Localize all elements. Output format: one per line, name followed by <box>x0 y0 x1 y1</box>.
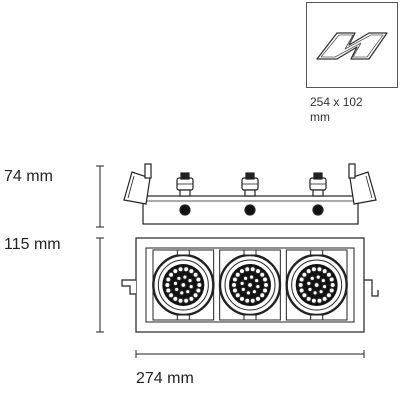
front-tab-right <box>364 279 379 297</box>
front-lamp-3 <box>285 249 348 321</box>
cutout-size-caption: 254 x 102 mm <box>310 95 363 125</box>
dimension-width: 274 mm <box>136 370 194 387</box>
front-lamp-1 <box>152 249 215 321</box>
front-lamp-2 <box>218 249 282 321</box>
side-view <box>123 163 377 225</box>
side-lamp-2 <box>241 172 259 197</box>
front-tab-left <box>121 279 136 295</box>
side-lamp-1 <box>176 172 194 197</box>
cutout-inset <box>306 2 398 88</box>
side-lamp-3 <box>309 172 327 197</box>
front-view <box>121 237 379 333</box>
dimension-height-top: 74 mm <box>4 168 53 185</box>
cutout-shape-icon <box>316 32 388 60</box>
cutout-size-value: 254 x 102 <box>310 95 363 109</box>
cutout-size-unit: mm <box>310 110 330 124</box>
dimension-height-body: 115 mm <box>4 236 61 253</box>
